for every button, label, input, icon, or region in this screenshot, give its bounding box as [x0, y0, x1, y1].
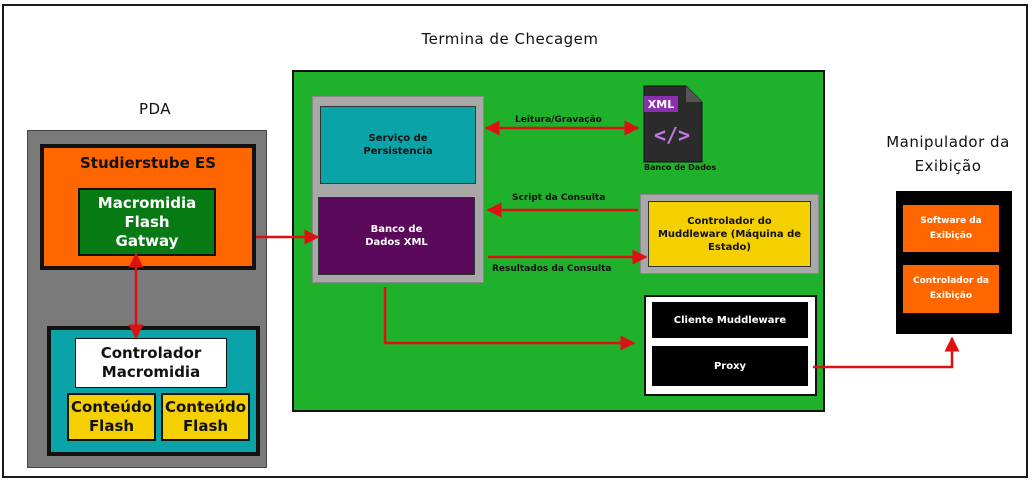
diagram-frame: [2, 4, 1028, 478]
xml-database: Banco de Dados XML: [318, 197, 475, 275]
label-query-results: Resultados da Consulta: [492, 264, 612, 274]
display-title: Manipulador da Exibição: [886, 133, 1010, 175]
terminal-title: Termina de Checagem: [421, 30, 599, 48]
macromedia-controller: Controlador Macromidia: [75, 338, 227, 388]
studierstube-label: Studierstube ES: [79, 154, 217, 172]
display-controller: Controlador da Exibição: [903, 265, 999, 313]
label-read-write: Leitura/Gravação: [515, 115, 602, 125]
xml-file-label: Banco de Dados: [644, 163, 717, 172]
arrow-proxy-display: [813, 336, 960, 369]
xml-badge: XML: [644, 96, 678, 112]
muddleware-controller: Controlador do Muddleware (Máquina de Es…: [648, 201, 811, 267]
muddleware-client: Cliente Muddleware: [652, 302, 808, 338]
code-glyph: </>: [654, 123, 690, 147]
flash-content-2: Conteúdo Flash: [161, 393, 250, 441]
persistence-service: Serviço de Persistencia: [320, 106, 476, 184]
proxy-box: Proxy: [652, 346, 808, 386]
flash-gateway-box: Macromidia Flash Gatway: [78, 188, 216, 256]
pda-title: PDA: [138, 100, 172, 118]
label-query-script: Script da Consulta: [512, 193, 606, 203]
display-software: Software da Exibição: [903, 205, 999, 252]
flash-content-1: Conteúdo Flash: [67, 393, 156, 441]
arrow-db-proxy: [383, 287, 636, 351]
